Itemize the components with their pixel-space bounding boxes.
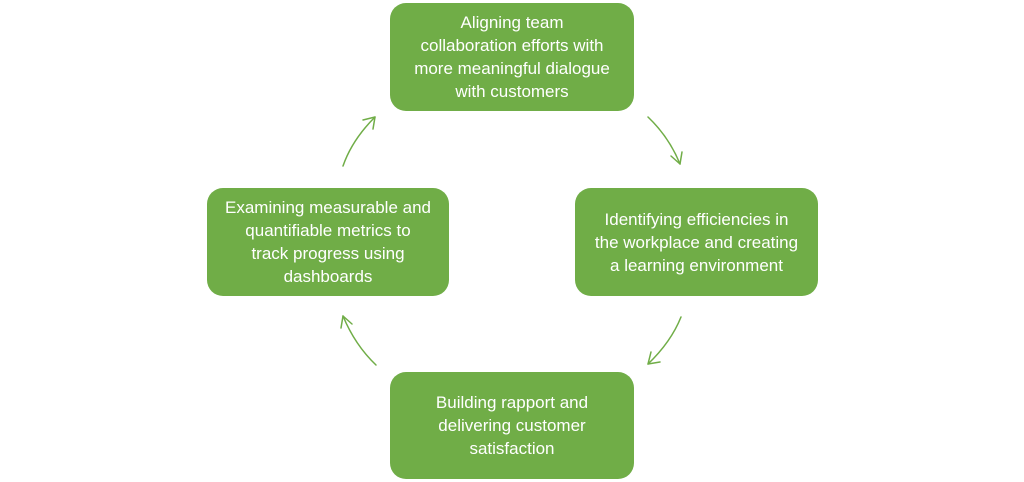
- cycle-step-right: Identifying efficiencies in the workplac…: [575, 188, 818, 296]
- cycle-step-top-label: Aligning team collaboration efforts with…: [414, 13, 610, 101]
- cycle-step-right-label: Identifying efficiencies in the workplac…: [594, 209, 799, 275]
- cycle-step-bottom: Building rapport and delivering customer…: [390, 372, 634, 479]
- cycle-step-top: Aligning team collaboration efforts with…: [390, 3, 634, 111]
- cycle-step-bottom-label: Building rapport and delivering customer…: [435, 393, 589, 458]
- cycle-step-left: Examining measurable and quantifiable me…: [207, 188, 449, 296]
- arrow-top-to-right: [647, 116, 683, 165]
- arrow-bottom-to-left: [340, 315, 377, 366]
- arrow-left-to-top: [342, 116, 376, 167]
- arrow-right-to-bottom: [647, 316, 682, 365]
- cycle-step-left-label: Examining measurable and quantifiable me…: [224, 198, 431, 286]
